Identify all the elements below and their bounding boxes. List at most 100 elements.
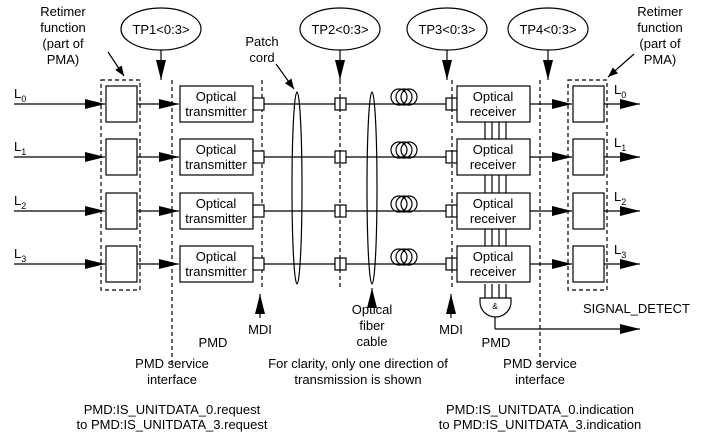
receiver-label: receiver [470,157,517,172]
svg-text:PMA): PMA) [644,52,677,67]
receiver-label: receiver [470,104,517,119]
connector [252,150,265,164]
svg-text:Retimer: Retimer [40,4,86,19]
connector [252,97,265,111]
fiber-coil-icon [390,141,418,159]
svg-text:(part of: (part of [42,36,84,51]
fiber-cable-label: Optical fiber cable [352,302,393,349]
mdi-label-left: MDI [248,322,272,337]
retimer-pointer-right [607,53,635,78]
transmitter-label: transmitter [185,104,247,119]
receiver-label: receiver [470,211,517,226]
transmitter-label: transmitter [185,264,247,279]
pmd-service-interface-label-right: PMD service interface [503,356,577,387]
transmitter-label: Optical [196,142,237,157]
pmd-label-right: PMD [482,335,511,350]
svg-text:interface: interface [147,372,197,387]
patch-cord-ellipse [291,91,303,285]
svg-text:&: & [492,302,498,311]
tp3: TP3<0:3> [406,7,488,80]
receiver-label: Optical [473,196,514,211]
receiver-label: receiver [470,264,517,279]
fiber-coil-icon [390,248,418,266]
fiber-cable-ellipse [366,91,378,285]
lane-label-left: L2 [14,193,26,211]
svg-text:TP2<0:3>: TP2<0:3> [311,22,368,37]
optical-receiver [456,138,531,176]
tp1: TP1<0:3> [120,7,202,80]
pmd-service-interface-label-left: PMD service interface [135,356,209,387]
receiver-label: Optical [473,89,514,104]
optical-transmitter [179,245,254,283]
svg-text:(part of: (part of [639,36,681,51]
patch-cord-label: Patch cord [245,34,278,65]
svg-text:PMD:IS_UNITDATA_0.indication: PMD:IS_UNITDATA_0.indication [446,402,634,417]
transmitter-label: transmitter [185,157,247,172]
lane-label-right: L1 [614,135,626,153]
svg-text:TP1<0:3>: TP1<0:3> [132,22,189,37]
retimer-boundary-right [567,79,608,291]
svg-text:Retimer: Retimer [637,4,683,19]
pmd-label-left: PMD [199,335,228,350]
transmitter-label: transmitter [185,211,247,226]
svg-text:function: function [637,20,683,35]
svg-text:Patch: Patch [245,34,278,49]
retimer-label-left: Retimer function (part of PMA) [40,4,86,67]
svg-text:cable: cable [356,334,387,349]
svg-text:transmission is shown: transmission is shown [294,372,421,387]
retimer-box-left [105,245,138,283]
lane-label-left: L1 [14,139,26,157]
receiver-label: Optical [473,142,514,157]
fiber-coil-icon [390,195,418,213]
transmitter-label: Optical [196,196,237,211]
patch-cord-pointer [275,63,295,90]
svg-text:to PMD:IS_UNITDATA_3.request: to PMD:IS_UNITDATA_3.request [77,417,268,432]
signal-detect-label: SIGNAL_DETECT [583,301,690,316]
svg-text:function: function [40,20,86,35]
retimer-box-left [105,85,138,123]
indication-primitive-label: PMD:IS_UNITDATA_0.indication to PMD:IS_U… [439,402,642,432]
svg-text:interface: interface [515,372,565,387]
retimer-box-left [105,138,138,176]
connector [252,257,265,271]
svg-text:TP4<0:3>: TP4<0:3> [519,22,576,37]
receiver-label: Optical [473,249,514,264]
clarity-note: For clarity, only one direction of trans… [268,356,448,387]
optical-receiver [456,245,531,283]
signal-detect-and-gate: & [479,284,640,334]
retimer-pointer-left [107,51,125,77]
retimer-box-right [572,192,605,230]
transmitter-label: Optical [196,249,237,264]
retimer-label-right: Retimer function (part of PMA) [637,4,683,67]
lane-label-right: L3 [614,242,626,260]
tp2: TP2<0:3> [299,7,381,80]
svg-text:cord: cord [249,50,274,65]
lane-label-left: L0 [14,86,26,104]
svg-text:Optical: Optical [352,302,393,317]
svg-text:PMD:IS_UNITDATA_0.request: PMD:IS_UNITDATA_0.request [84,402,261,417]
svg-text:For clarity, only one directio: For clarity, only one direction of [268,356,448,371]
mdi-label-right: MDI [439,322,463,337]
fiber-coil-icon [390,88,418,106]
optical-transmitter [179,85,254,123]
optical-receiver [456,85,531,123]
retimer-box-right [572,85,605,123]
retimer-box-left [105,192,138,230]
svg-text:fiber: fiber [359,318,385,333]
retimer-box-right [572,245,605,283]
lane-label-right: L2 [614,189,626,207]
svg-text:TP3<0:3>: TP3<0:3> [418,22,475,37]
svg-text:to PMD:IS_UNITDATA_3.indicatio: to PMD:IS_UNITDATA_3.indication [439,417,642,432]
svg-text:PMD service: PMD service [135,356,209,371]
request-primitive-label: PMD:IS_UNITDATA_0.request to PMD:IS_UNIT… [77,402,268,432]
retimer-boundary-left [100,79,141,291]
lane-label-right: L0 [614,82,626,100]
lane-label-left: L3 [14,246,26,264]
svg-text:PMD service: PMD service [503,356,577,371]
retimer-box-right [572,138,605,176]
